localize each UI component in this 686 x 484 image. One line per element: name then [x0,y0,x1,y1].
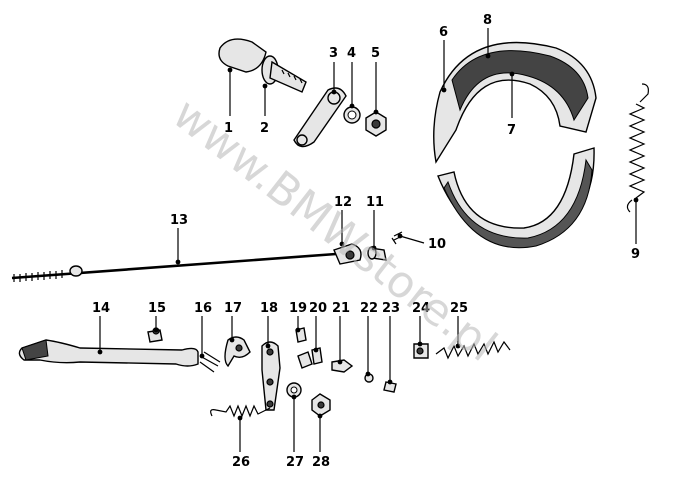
brake-lever-arm [293,87,347,148]
callout-25: 25 [450,301,468,316]
callout-2: 2 [260,121,269,136]
callout-27: 27 [286,455,304,470]
callout-15: 15 [148,301,166,316]
brake-rod [11,252,337,282]
brake-pedal [18,339,221,373]
callout-8: 8 [483,13,492,28]
clevis-pin [367,246,387,261]
callout-7: 7 [507,123,516,138]
rod-clevis [333,243,362,265]
callout-23: 23 [382,301,400,316]
callout-5: 5 [371,46,380,61]
wing-nut [224,336,251,368]
callout-28: 28 [312,455,330,470]
callout-10: 10 [428,237,446,252]
callout-1: 1 [224,121,233,136]
hex-nut [365,111,387,137]
brake-shoe-lower [437,147,595,249]
screw-23 [383,381,397,393]
bush-19 [295,327,313,369]
callout-3: 3 [329,46,338,61]
clamp-24 [413,343,429,359]
brake-cam-spindle [218,38,307,93]
callout-16: 16 [194,301,212,316]
callout-14: 14 [92,301,110,316]
callout-12: 12 [334,195,352,210]
callout-19: 19 [289,301,307,316]
return-spring-long [626,83,649,213]
callout-21: 21 [332,301,350,316]
leader-lines [99,28,637,452]
callout-4: 4 [347,46,356,61]
callout-9: 9 [631,247,640,262]
callout-26: 26 [232,455,250,470]
spring-washer [343,106,361,124]
callout-18: 18 [260,301,278,316]
callout-24: 24 [412,301,430,316]
callout-17: 17 [224,301,242,316]
callout-20: 20 [309,301,327,316]
actuating-lever [261,341,281,411]
nut-28 [311,393,331,417]
callout-11: 11 [366,195,384,210]
callout-22: 22 [360,301,378,316]
brake-shoe-upper [433,41,597,164]
callout-labels: 1 2 3 4 5 6 7 8 9 10 11 12 13 14 15 16 1… [92,13,640,470]
callout-13: 13 [170,213,188,228]
leader-dots [97,53,639,421]
coil-spring-25 [435,340,511,360]
tension-spring-26 [210,404,271,418]
bolt-21 [331,359,354,373]
callout-6: 6 [439,25,448,40]
